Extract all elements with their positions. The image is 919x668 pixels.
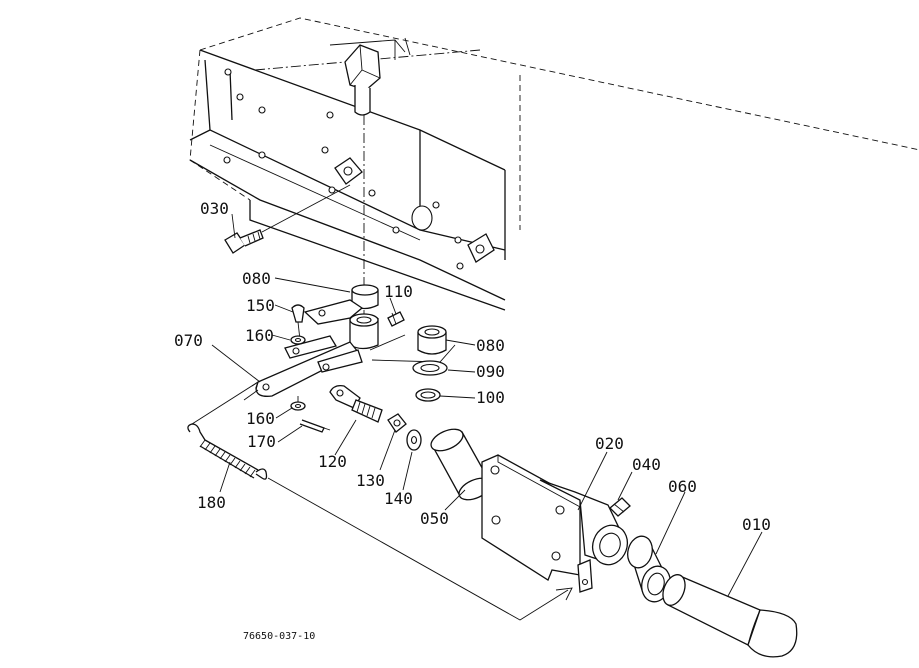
- circlip-100: [415, 388, 441, 402]
- washer-160-top: [290, 335, 306, 345]
- label-090: 090: [476, 362, 505, 381]
- pin-150: [291, 304, 305, 341]
- label-070: 070: [174, 331, 203, 350]
- part-labels: 030 080 150 110 160 070 080 090 100 160 …: [174, 199, 771, 534]
- bracket-020: [481, 454, 629, 593]
- label-120: 120: [318, 452, 347, 471]
- washer-090: [412, 360, 448, 376]
- label-150: 150: [246, 296, 275, 315]
- label-140: 140: [384, 489, 413, 508]
- label-100: 100: [476, 388, 505, 407]
- label-160-bottom: 160: [246, 409, 275, 428]
- label-160-top: 160: [245, 326, 274, 345]
- drawing-code: 76650-037-10: [243, 631, 315, 642]
- rod-end-120: [329, 384, 383, 423]
- label-080-top: 080: [242, 269, 271, 288]
- bolt-110: [387, 311, 405, 327]
- grease-fitting-040: [609, 497, 631, 517]
- nut-130: [387, 413, 407, 433]
- arm-070: [255, 299, 456, 397]
- frame-holes: [223, 68, 495, 270]
- label-080-right: 080: [476, 336, 505, 355]
- label-020: 020: [595, 434, 624, 453]
- label-180: 180: [197, 493, 226, 512]
- label-050: 050: [420, 509, 449, 528]
- washer-160-bottom: [290, 396, 306, 411]
- top-switch-assembly: [344, 44, 381, 285]
- spring-180: [187, 380, 573, 621]
- shaft-010: [662, 574, 798, 658]
- bolt-030: [224, 184, 351, 254]
- label-040: 040: [632, 455, 661, 474]
- label-130: 130: [356, 471, 385, 490]
- frame-phantom-outline: [189, 17, 919, 311]
- bushing-080-right: [417, 325, 447, 355]
- label-060: 060: [668, 477, 697, 496]
- label-110: 110: [384, 282, 413, 301]
- label-030: 030: [200, 199, 229, 218]
- label-010: 010: [742, 515, 771, 534]
- washer-140: [406, 429, 422, 451]
- cotter-pin-170: [299, 419, 331, 433]
- leader-lines: [211, 213, 763, 597]
- label-170: 170: [247, 432, 276, 451]
